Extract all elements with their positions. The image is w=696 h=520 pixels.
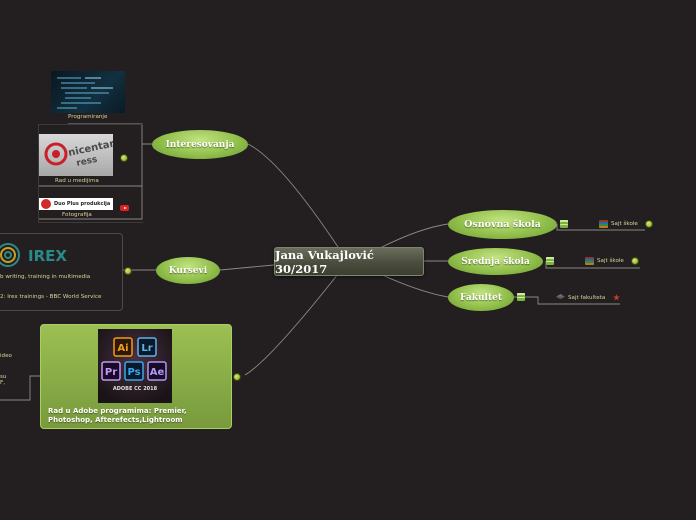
globe-icon[interactable] [124,267,132,275]
branch-kursevi[interactable]: Kursevi [156,257,220,284]
branch-fakultet-label: Fakultet [460,292,502,303]
kursevi-line-2: 2: Irex trainings - BBC World Service [0,294,102,300]
irex-logo-text: IREX [28,247,67,265]
adobe-apps-graphic: Ai Lr Pr Ps Ae ADOBE CC 2018 [101,337,167,392]
branch-interesovanja-label: Interesovanja [165,139,235,150]
side-fragment-1: ideo [0,353,12,359]
media-center-logo: nicentar ress [44,138,113,169]
link-sajt-skole-osnovna[interactable]: Sajt škole [611,221,638,227]
branch-fakultet[interactable]: Fakultet [448,284,514,311]
books-icon [585,257,594,265]
programming-image[interactable] [51,71,125,113]
link-sajt-skole-srednja[interactable]: Sajt škole [597,258,624,264]
duo-plus-image[interactable]: Duo Plus produkcija [39,198,113,210]
kursevi-line-1: b writing, training in multimedia [0,274,91,280]
duo-plus-logo-mark [41,199,51,209]
star-icon[interactable] [613,294,620,301]
code-lines-graphic [57,77,113,109]
globe-icon[interactable] [120,154,128,162]
branch-osnovna-skola[interactable]: Osnovna škola [448,210,557,239]
notes-icon[interactable] [560,220,568,228]
books-icon [599,220,608,228]
link-sajt-fakulteta[interactable]: Sajt fakulteta [568,295,606,301]
globe-icon[interactable] [645,220,653,228]
central-topic[interactable]: Jana Vukajlović 30/2017 [274,247,424,276]
media-center-image[interactable]: nicentar ress [39,134,113,176]
app-ai-label: Ai [117,343,128,354]
item-fotografija: Fotografija [62,212,92,218]
item-programiranje: Programiranje [68,114,108,120]
media-logo-bottom-text: ress [76,155,99,169]
central-topic-label: Jana Vukajlović 30/2017 [275,247,374,276]
globe-icon[interactable] [233,373,241,381]
globe-icon[interactable] [631,257,639,265]
side-fragment-2: su [0,374,7,380]
adobe-caption: Rad u Adobe programima: Premier, Photosh… [48,407,187,424]
item-rad-u-medijima: Rad u medijima [55,178,99,184]
notes-icon[interactable] [546,257,554,265]
graduation-cap-icon [556,294,565,300]
branch-kursevi-label: Kursevi [168,265,208,276]
branch-osnovna-skola-label: Osnovna škola [464,219,541,230]
irex-logo[interactable]: IREX [0,240,70,270]
adobe-cc-image[interactable]: Ai Lr Pr Ps Ae ADOBE CC 2018 [98,329,172,403]
notes-icon[interactable] [517,293,525,301]
branch-interesovanja[interactable]: Interesovanja [152,130,248,159]
adobe-cc-label: ADOBE CC 2018 [113,386,158,392]
interesovanja-frame [38,124,143,223]
irex-logo-graphic: IREX [0,243,67,267]
side-fragment-3: F, [0,380,5,386]
kursevi-frame [0,233,123,311]
branch-srednja-skola-label: Srednja škola [461,256,530,267]
branch-srednja-skola[interactable]: Srednja škola [448,248,543,275]
app-ps-label: Ps [127,367,140,378]
app-ae-label: Ae [150,367,165,378]
duo-plus-logo-text: Duo Plus produkcija [54,201,111,207]
youtube-icon[interactable] [120,205,129,211]
app-lr-label: Lr [141,343,152,354]
app-pr-label: Pr [105,367,117,378]
